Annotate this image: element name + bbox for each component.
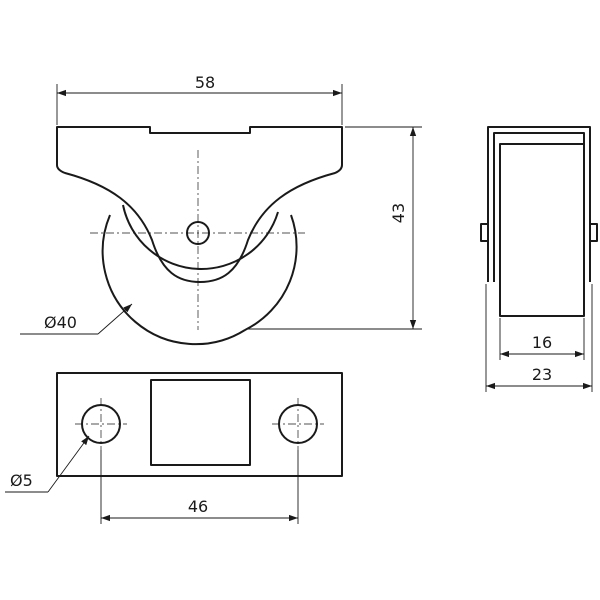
dimension-wheel-width-label: 16 <box>532 333 552 352</box>
side-bracket-outline <box>487 126 591 282</box>
bracket-housing <box>56 126 343 283</box>
front-view <box>56 126 343 346</box>
dimension-top-width-label: 58 <box>195 73 215 92</box>
dimension-hole-spacing: 46 <box>100 450 299 524</box>
dimension-side-width-label: 23 <box>532 365 552 384</box>
wheel-inner-rim <box>122 204 279 270</box>
dimension-hole-diameter: Ø5 <box>5 435 90 493</box>
side-view <box>480 126 598 317</box>
side-axle-right <box>589 223 598 242</box>
dimension-height-label: 43 <box>389 203 408 223</box>
side-wheel <box>499 143 585 317</box>
dimension-wheel-diameter: Ø40 <box>20 303 133 335</box>
dimension-wheel-diameter-label: Ø40 <box>44 313 77 332</box>
dimension-side-width: 23 <box>485 284 593 392</box>
dimension-hole-spacing-label: 46 <box>188 497 208 516</box>
center-opening <box>150 379 251 466</box>
bottom-view <box>56 372 343 477</box>
mounting-plate <box>56 372 343 477</box>
wheel-outer-outline <box>101 214 298 346</box>
side-axle-left <box>480 223 489 242</box>
dimension-wheel-width: 16 <box>499 318 585 360</box>
dimension-top-width: 58 <box>56 73 343 125</box>
dimension-hole-diameter-label: Ø5 <box>10 471 33 490</box>
dimension-height: 43 <box>248 126 422 330</box>
side-bracket-inner <box>493 132 585 282</box>
